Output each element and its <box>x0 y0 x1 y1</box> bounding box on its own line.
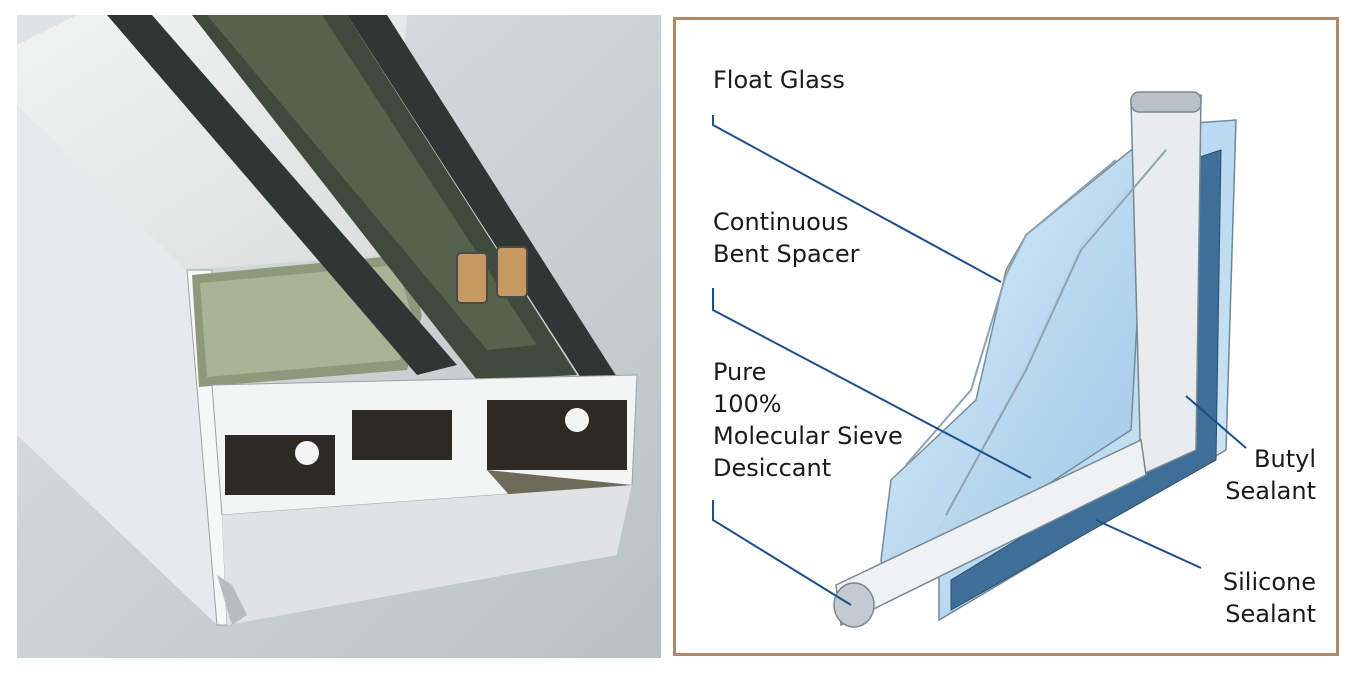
leader-silicone <box>1095 519 1202 569</box>
leader-float-glass <box>712 115 1002 283</box>
spacer-bar-vertical <box>1130 94 1202 477</box>
insulated-glass-diagram: Float Glass Continuous Bent Spacer Pure … <box>673 17 1339 656</box>
frame-profile-photo <box>17 15 661 658</box>
spacer-cap-top <box>1130 91 1202 113</box>
leader-spacer <box>712 288 1032 479</box>
label-float-glass: Float Glass <box>713 66 845 94</box>
leader-butyl <box>1185 395 1247 449</box>
label-continuous-bent-spacer: Continuous Bent Spacer <box>713 208 860 268</box>
label-molecular-sieve-desiccant: Pure 100% Molecular Sieve Desiccant <box>713 358 903 482</box>
label-silicone-sealant: Silicone Sealant <box>1222 568 1316 628</box>
label-butyl-sealant: Butyl Sealant <box>1225 445 1316 505</box>
leader-desiccant <box>712 500 852 606</box>
glass-unit-illustration <box>712 91 1247 628</box>
spacer-cap-bottom <box>833 582 875 628</box>
